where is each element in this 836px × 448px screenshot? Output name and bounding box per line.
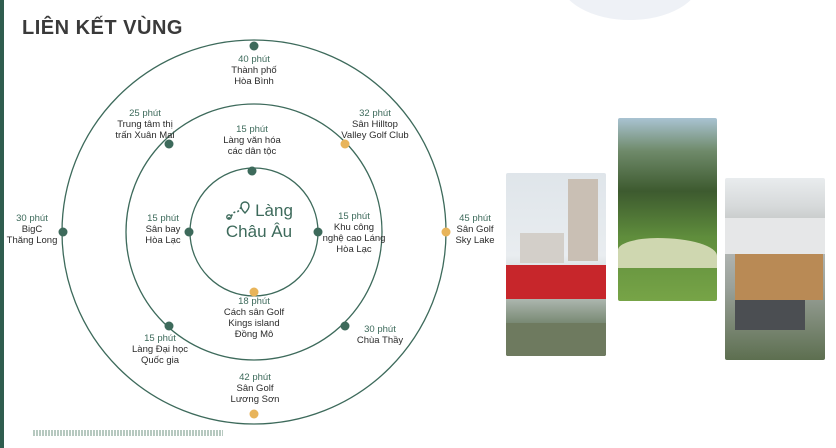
dot-hilltop xyxy=(340,139,350,149)
label-hoa-binh: 40 phút Thành phố Hòa Bình xyxy=(231,54,277,87)
label-bigc: 30 phút BigC Thăng Long xyxy=(6,213,58,246)
dot-hoa-binh xyxy=(249,41,259,51)
dot-chua-thay xyxy=(340,321,350,331)
label-luong-son: 42 phút Sân Golf Lương Sơn xyxy=(230,372,280,405)
photo-tech-park xyxy=(725,178,825,360)
dot-khu-cong-nghe xyxy=(313,227,323,237)
center-line2: Châu Âu xyxy=(225,222,293,241)
label-dai-hoc: 15 phút Làng Đại học Quốc gia xyxy=(132,333,188,366)
label-khu-cong-nghe: 15 phút Khu công nghệ cao Láng Hòa Lạc xyxy=(322,211,386,255)
center-line1: Làng xyxy=(255,201,293,220)
label-van-hoa: 15 phút Làng văn hóa các dân tộc xyxy=(223,124,281,157)
route-pin-icon xyxy=(226,201,250,220)
dot-van-hoa xyxy=(247,166,257,176)
middle-ring xyxy=(125,103,383,361)
dot-xuan-mai xyxy=(164,139,174,149)
photo-bigc-mall xyxy=(506,173,606,356)
center-label: Làng Châu Âu xyxy=(214,200,304,242)
label-san-bay: 15 phút Sân bay Hòa Lạc xyxy=(145,213,181,246)
label-hilltop: 32 phút Sân Hilltop Valley Golf Club xyxy=(341,108,409,141)
label-sky-lake: 45 phút Sân Golf Sky Lake xyxy=(455,213,495,246)
page-title: LIÊN KẾT VÙNG xyxy=(22,17,183,39)
dot-dai-hoc xyxy=(164,321,174,331)
photo-golf-course xyxy=(618,118,717,301)
label-xuan-mai: 25 phút Trung tâm thị trấn Xuân Mai xyxy=(115,108,175,141)
label-kings-island: 18 phút Cách sân Golf Kings island Đồng … xyxy=(223,296,285,340)
dot-luong-son xyxy=(249,409,259,419)
dot-bigc xyxy=(58,227,68,237)
dot-kings-island xyxy=(249,287,259,297)
label-chua-thay: 30 phút Chùa Thầy xyxy=(356,324,404,346)
dot-sky-lake xyxy=(441,227,451,237)
left-accent-bar xyxy=(0,0,4,448)
dot-san-bay xyxy=(184,227,194,237)
decorative-hatch xyxy=(33,430,223,436)
